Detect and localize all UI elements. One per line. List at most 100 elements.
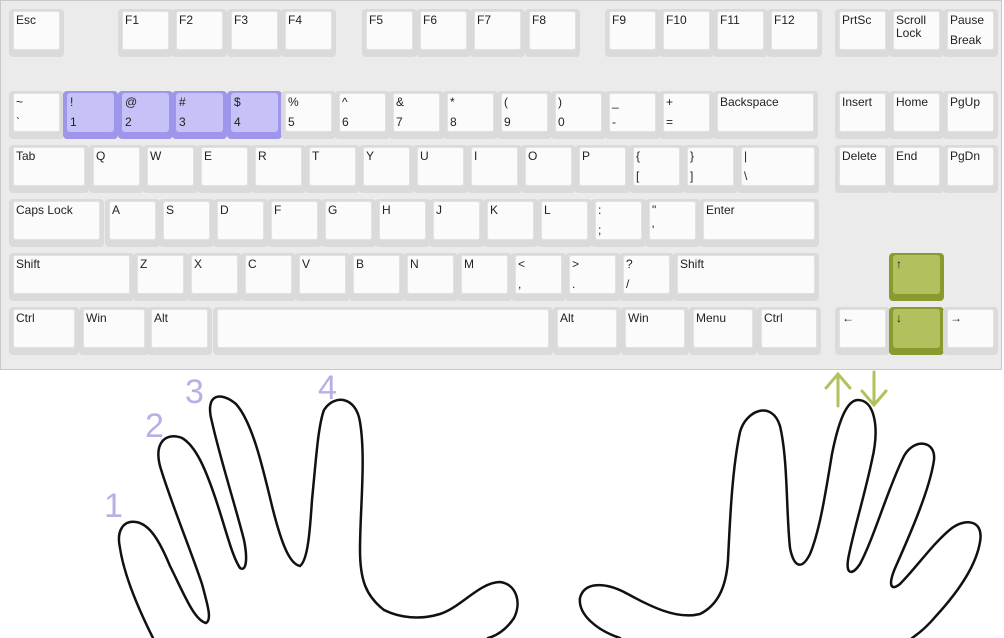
- key-u[interactable]: U: [413, 145, 468, 193]
- key-semicolon[interactable]: :;: [591, 199, 646, 247]
- key-j[interactable]: J: [429, 199, 484, 247]
- key-down[interactable]: ↓: [889, 307, 944, 355]
- keycap: [217, 201, 264, 240]
- key-label-top: Backspace: [720, 95, 779, 109]
- key-a[interactable]: A: [105, 199, 160, 247]
- key-7[interactable]: &7: [389, 91, 444, 139]
- key-9[interactable]: (9: [497, 91, 552, 139]
- key-f1[interactable]: F1: [118, 9, 173, 57]
- key-tab[interactable]: Tab: [9, 145, 89, 193]
- key-lctrl[interactable]: Ctrl: [9, 307, 79, 355]
- key-label-top: >: [572, 257, 580, 271]
- key-h[interactable]: H: [375, 199, 430, 247]
- key-4[interactable]: $4: [227, 91, 282, 139]
- key-m[interactable]: M: [457, 253, 512, 301]
- key-i[interactable]: I: [467, 145, 522, 193]
- key-prtsc[interactable]: PrtSc: [835, 9, 890, 57]
- key-w[interactable]: W: [143, 145, 198, 193]
- keycap: [309, 147, 356, 186]
- key-f4[interactable]: F4: [281, 9, 336, 57]
- key-k[interactable]: K: [483, 199, 538, 247]
- key-n[interactable]: N: [403, 253, 458, 301]
- key-rbracket[interactable]: }]: [683, 145, 738, 193]
- key-p[interactable]: P: [575, 145, 630, 193]
- key-o[interactable]: O: [521, 145, 576, 193]
- key-left[interactable]: ←: [835, 307, 890, 355]
- key-2[interactable]: @2: [118, 91, 173, 139]
- key-5[interactable]: %5: [281, 91, 336, 139]
- key-3[interactable]: #3: [172, 91, 227, 139]
- key-f9[interactable]: F9: [605, 9, 660, 57]
- key-e[interactable]: E: [197, 145, 252, 193]
- key-label-bottom: `: [16, 115, 20, 129]
- key-ralt[interactable]: Alt: [553, 307, 621, 355]
- key-1[interactable]: !1: [63, 91, 118, 139]
- key-f5[interactable]: F5: [362, 9, 417, 57]
- key-y[interactable]: Y: [359, 145, 414, 193]
- key-f6[interactable]: F6: [416, 9, 471, 57]
- key-slash[interactable]: ?/: [619, 253, 674, 301]
- key-c[interactable]: C: [241, 253, 296, 301]
- key-8[interactable]: *8: [443, 91, 498, 139]
- key-pgdn[interactable]: PgDn: [943, 145, 998, 193]
- key-f3[interactable]: F3: [227, 9, 282, 57]
- key-l[interactable]: L: [537, 199, 592, 247]
- key-f12[interactable]: F12: [767, 9, 822, 57]
- key-b[interactable]: B: [349, 253, 404, 301]
- key-f11[interactable]: F11: [713, 9, 768, 57]
- key-rshift[interactable]: Shift: [673, 253, 819, 301]
- key-v[interactable]: V: [295, 253, 350, 301]
- key-f2[interactable]: F2: [172, 9, 227, 57]
- key-r[interactable]: R: [251, 145, 306, 193]
- key-capslock[interactable]: Caps Lock: [9, 199, 104, 247]
- key-insert[interactable]: Insert: [835, 91, 890, 139]
- key-f8[interactable]: F8: [525, 9, 580, 57]
- key-minus[interactable]: _-: [605, 91, 660, 139]
- key-comma[interactable]: <,: [511, 253, 566, 301]
- key-menu[interactable]: Menu: [689, 307, 757, 355]
- key-label-bottom: .: [572, 277, 576, 291]
- key-backspace[interactable]: Backspace: [713, 91, 818, 139]
- key-x[interactable]: X: [187, 253, 242, 301]
- keycap: [122, 11, 169, 50]
- key-t[interactable]: T: [305, 145, 360, 193]
- key-lshift[interactable]: Shift: [9, 253, 134, 301]
- key-space[interactable]: [213, 307, 553, 355]
- key-d[interactable]: D: [213, 199, 268, 247]
- key-end[interactable]: End: [889, 145, 944, 193]
- key-scroll-lock[interactable]: Scroll Lock: [889, 9, 944, 57]
- key-0[interactable]: )0: [551, 91, 606, 139]
- key-label-bottom: /: [626, 277, 630, 291]
- key-f10[interactable]: F10: [659, 9, 714, 57]
- key-period[interactable]: >.: [565, 253, 620, 301]
- keycap: [569, 255, 616, 294]
- key-delete[interactable]: Delete: [835, 145, 890, 193]
- key-lbracket[interactable]: {[: [629, 145, 684, 193]
- key-6[interactable]: ^6: [335, 91, 390, 139]
- key-label-top: *: [450, 95, 455, 109]
- key-q[interactable]: Q: [89, 145, 144, 193]
- key-home[interactable]: Home: [889, 91, 944, 139]
- key-z[interactable]: Z: [133, 253, 188, 301]
- key-label-top: Alt: [154, 311, 169, 325]
- key-pgup[interactable]: PgUp: [943, 91, 998, 139]
- key-quote[interactable]: "': [645, 199, 700, 247]
- key-esc[interactable]: Esc: [9, 9, 64, 57]
- key-s[interactable]: S: [159, 199, 214, 247]
- key-backslash[interactable]: |\: [737, 145, 819, 193]
- key-rwin[interactable]: Win: [621, 307, 689, 355]
- key-up[interactable]: ↑: [889, 253, 944, 301]
- key-f7[interactable]: F7: [470, 9, 525, 57]
- key-equals[interactable]: +=: [659, 91, 714, 139]
- key-f[interactable]: F: [267, 199, 322, 247]
- key-tilde[interactable]: ~`: [9, 91, 64, 139]
- key-right[interactable]: →: [943, 307, 998, 355]
- key-label-bottom: 5: [288, 115, 295, 129]
- keycap: [717, 11, 764, 50]
- key-enter[interactable]: Enter: [699, 199, 819, 247]
- key-rctrl[interactable]: Ctrl: [757, 307, 821, 355]
- key-g[interactable]: G: [321, 199, 376, 247]
- key-lalt[interactable]: Alt: [147, 307, 212, 355]
- key-lwin[interactable]: Win: [79, 307, 149, 355]
